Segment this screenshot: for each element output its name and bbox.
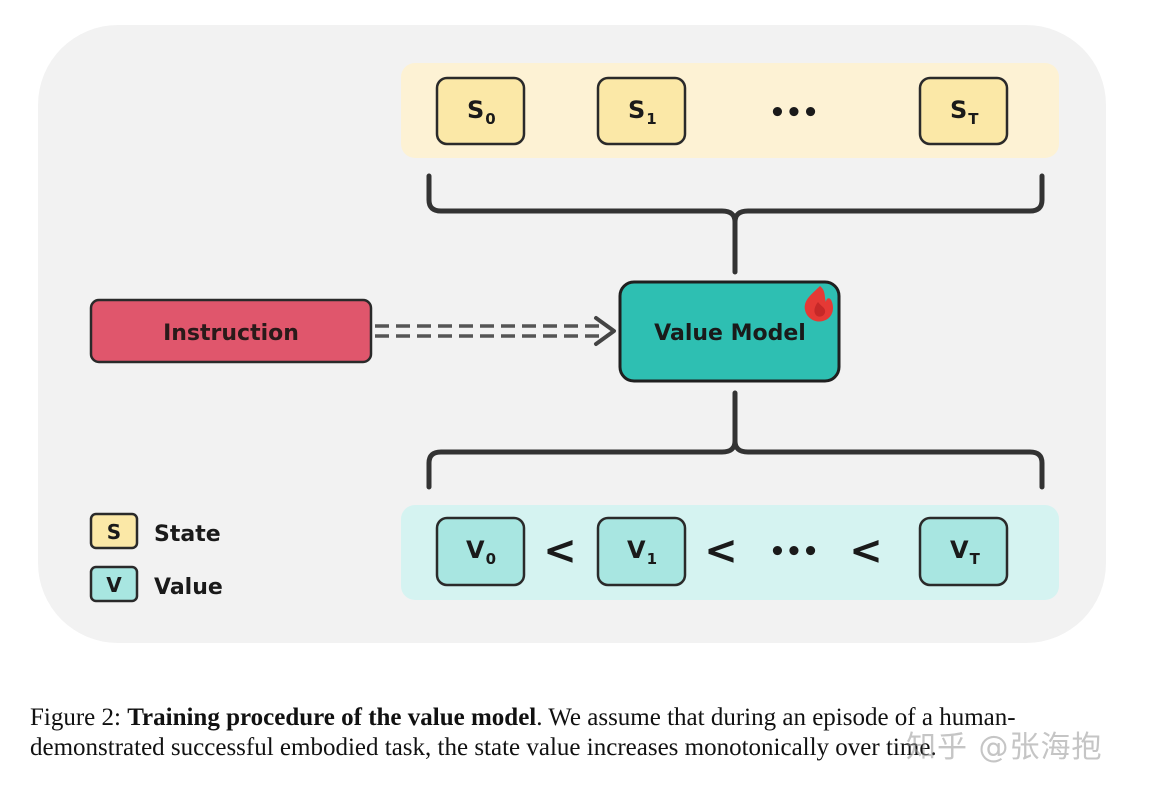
value-base: V (627, 536, 646, 564)
value-subscript: T (970, 550, 981, 568)
state-base: S (467, 96, 484, 124)
value-sequence-band (401, 505, 1059, 600)
svg-text:V1: V1 (627, 536, 657, 568)
value-subscript: 1 (647, 550, 657, 568)
value-base: V (466, 536, 485, 564)
svg-text:S0: S0 (467, 96, 496, 128)
caption-line-2: demonstrated successful embodied task, t… (30, 734, 937, 761)
state-base: S (628, 96, 645, 124)
state-sequence-band (401, 63, 1059, 158)
svg-text:V0: V0 (466, 536, 496, 568)
flame-icon (804, 286, 833, 322)
svg-text:ST: ST (950, 96, 979, 128)
state-box-s0: S0 (435, 76, 526, 146)
upper-brace (426, 173, 1045, 275)
legend-value: V Value (89, 565, 223, 603)
less-than-2: < (704, 528, 738, 574)
state-box-st: ST (918, 76, 1009, 146)
value-model-diagram: S0 S1 ••• ST Instruction Value Model V0 … (38, 25, 1106, 643)
state-base: S (950, 96, 967, 124)
value-base: V (950, 536, 969, 564)
state-subscript: 1 (646, 110, 656, 128)
instruction-label: Instruction (163, 321, 299, 346)
legend-state-key: S (107, 520, 121, 544)
less-than-1: < (543, 528, 577, 574)
watermark: 知乎 @张海抱 (906, 730, 1103, 765)
value-model-label: Value Model (654, 321, 806, 346)
state-ellipsis: ••• (769, 98, 819, 128)
caption-prefix: Figure 2: (30, 704, 128, 731)
legend: S State V Value (89, 512, 223, 603)
state-subscript: T (968, 110, 979, 128)
less-than-3: < (849, 528, 883, 574)
value-box-v1: V1 (596, 516, 687, 587)
legend-state-label: State (154, 522, 221, 547)
caption-bold-title: Training procedure of the value model (127, 704, 537, 731)
caption-line-1: Figure 2: Training procedure of the valu… (30, 703, 1122, 733)
legend-value-key: V (106, 573, 122, 597)
instruction-box: Instruction (89, 298, 373, 364)
value-model-box: Value Model (618, 280, 841, 383)
svg-text:VT: VT (950, 536, 981, 568)
figure-caption: Figure 2: Training procedure of the valu… (30, 703, 1122, 763)
state-box-s1: S1 (596, 76, 687, 146)
value-ellipsis: ••• (769, 537, 819, 567)
value-box-v0: V0 (435, 516, 526, 587)
instruction-arrow (375, 316, 616, 346)
diagram-panel (38, 25, 1106, 643)
legend-state: S State (89, 512, 221, 550)
state-subscript: 0 (485, 110, 495, 128)
legend-value-label: Value (154, 575, 223, 600)
caption-text-1: . We assume that during an episode of a … (536, 704, 1016, 731)
lower-brace (426, 390, 1045, 490)
value-box-vt: VT (918, 516, 1009, 587)
svg-text:S1: S1 (628, 96, 657, 128)
value-subscript: 0 (486, 550, 496, 568)
